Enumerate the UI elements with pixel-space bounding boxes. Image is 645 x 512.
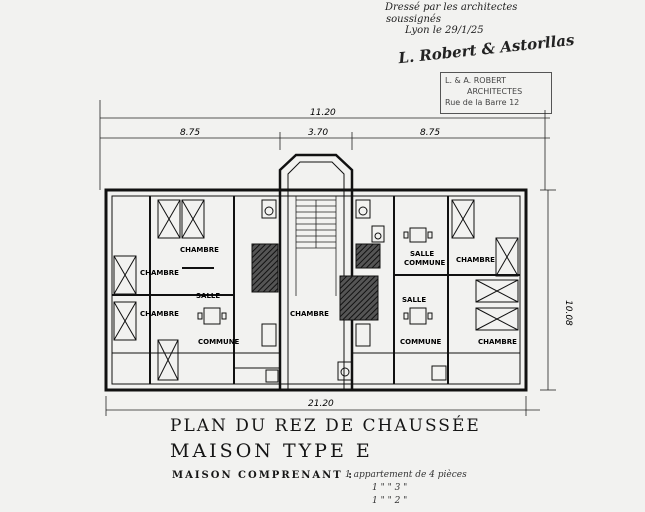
room-label-chambre-5: CHAMBRE bbox=[478, 338, 517, 346]
stair-tower bbox=[278, 153, 354, 390]
room-label-chambre-4: CHAMBRE bbox=[456, 256, 495, 264]
staircase-steps bbox=[295, 196, 337, 296]
dim-total-width-bottom: 21.20 bbox=[308, 399, 334, 409]
room-label-chambre-2: CHAMBRE bbox=[140, 269, 179, 277]
top-dimension-lines bbox=[99, 100, 550, 190]
room-label-salle-1: SALLE bbox=[196, 292, 220, 300]
room-label-commune-3: COMMUNE bbox=[400, 338, 442, 346]
architect-stamp: L. & A. ROBERT ARCHITECTES Rue de la Bar… bbox=[440, 72, 552, 114]
dim-depth: 10.08 bbox=[563, 300, 573, 326]
sanitary-fixtures bbox=[261, 199, 447, 383]
dim-right-bay: 8.75 bbox=[420, 128, 440, 138]
program-row-3: 1 " " 2 " bbox=[372, 496, 408, 506]
room-label-chambre-3: CHAMBRE bbox=[140, 310, 179, 318]
bottom-dimension-lines bbox=[105, 189, 556, 416]
plan-title: PLAN DU REZ DE CHAUSSÉE bbox=[170, 416, 481, 436]
dining-tables bbox=[197, 227, 433, 325]
interior-partitions bbox=[112, 196, 520, 384]
program-subtitle: MAISON COMPRENANT : bbox=[172, 470, 354, 481]
approval-note-line1: Dressé par les architectes bbox=[385, 2, 518, 13]
house-type-title: MAISON TYPE E bbox=[170, 440, 373, 462]
room-label-chambre-1: CHAMBRE bbox=[180, 246, 219, 254]
room-label-salle-3: SALLE bbox=[402, 296, 426, 304]
stamp-line3: Rue de la Barre 12 bbox=[445, 98, 520, 107]
program-row-2: 1 " " 3 " bbox=[372, 483, 408, 493]
room-label-salle-2: SALLE bbox=[410, 250, 434, 258]
chimney-right bbox=[355, 243, 381, 269]
room-label-commune-2: COMMUNE bbox=[404, 259, 446, 267]
room-label-chambre-center: CHAMBRE bbox=[290, 310, 329, 318]
stamp-line1: L. & A. ROBERT bbox=[445, 76, 507, 85]
approval-note-line2: soussignés bbox=[386, 14, 441, 25]
room-label-commune-1: COMMUNE bbox=[198, 338, 240, 346]
chimney-left bbox=[251, 243, 279, 293]
program-row-1: 1 appartement de 4 pièces bbox=[345, 470, 467, 480]
outer-walls bbox=[104, 188, 528, 392]
dim-left-bay: 8.75 bbox=[180, 128, 200, 138]
wardrobes bbox=[113, 199, 519, 381]
chimney-center bbox=[339, 275, 379, 321]
dim-center-bay: 3.70 bbox=[308, 128, 328, 138]
approval-place-date: Lyon le 29/1/25 bbox=[405, 25, 484, 36]
stamp-line2: ARCHITECTES bbox=[467, 87, 523, 96]
dim-total-width-top: 11.20 bbox=[310, 108, 336, 118]
